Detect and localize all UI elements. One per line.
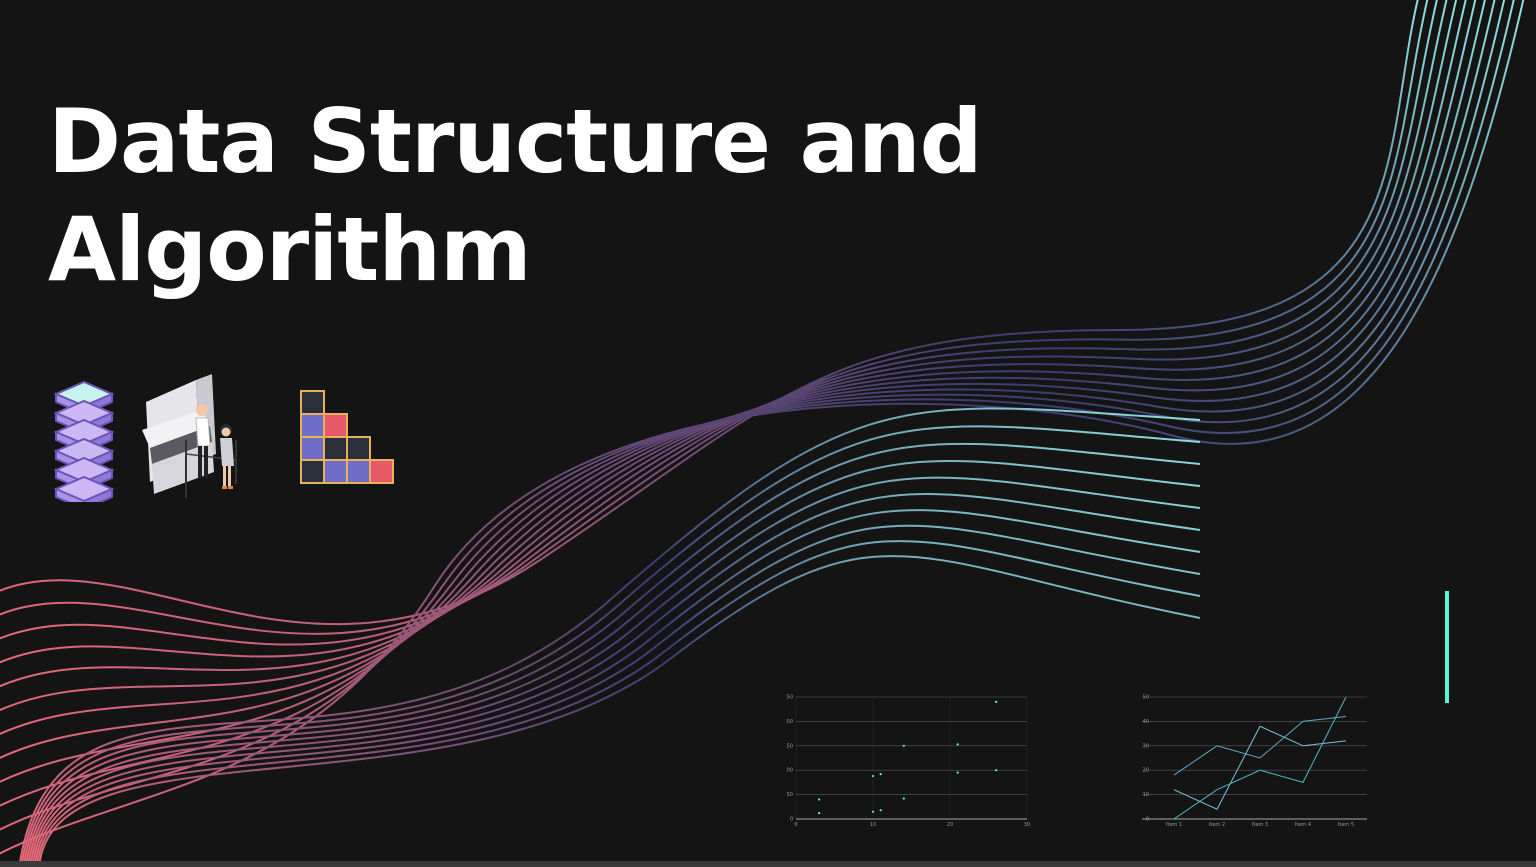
grid-cell bbox=[346, 459, 371, 484]
wave-line bbox=[30, 493, 1201, 862]
wave-line bbox=[0, 0, 1477, 736]
grid-cell bbox=[323, 413, 348, 438]
x-tick-label: Item 1 bbox=[1166, 822, 1182, 828]
scatter-point bbox=[871, 774, 875, 778]
x-tick-label: Item 4 bbox=[1295, 822, 1311, 828]
grid-cell bbox=[300, 413, 325, 438]
wave-line bbox=[25, 459, 1201, 862]
page-title: Data Structure and Algorithm bbox=[48, 88, 983, 304]
grid-cell bbox=[300, 459, 325, 484]
wave-line bbox=[0, 0, 1458, 688]
wave-line bbox=[27, 476, 1201, 862]
series-line bbox=[1173, 725, 1347, 810]
wave-line bbox=[0, 0, 1515, 831]
y-tick-label: 30 bbox=[1143, 743, 1149, 749]
x-tick-label: Item 2 bbox=[1209, 822, 1225, 828]
title-line-2: Algorithm bbox=[48, 198, 532, 301]
x-tick-label: 10 bbox=[870, 822, 876, 828]
grid-cell bbox=[323, 436, 348, 461]
wave-line bbox=[21, 425, 1201, 862]
grid-cell bbox=[369, 459, 394, 484]
stack-layer-side bbox=[55, 487, 85, 502]
bottom-edge bbox=[0, 861, 1536, 867]
scatter-point bbox=[871, 810, 875, 813]
wave-line bbox=[0, 0, 1496, 783]
scatter-point bbox=[956, 743, 959, 746]
scatter-point bbox=[879, 809, 882, 812]
y-tick-label: 200 bbox=[786, 719, 793, 725]
y-tick-label: 10 bbox=[1143, 792, 1149, 798]
wave-line bbox=[38, 555, 1201, 862]
series-line bbox=[1173, 696, 1347, 820]
scatter-chart: 0 50 100 150 200 250 0 10 20 30 bbox=[786, 695, 1030, 829]
y-tick-label: 40 bbox=[1143, 719, 1149, 725]
stack-layers-icon bbox=[53, 380, 115, 502]
x-tick-label: 0 bbox=[794, 822, 797, 828]
wave-line bbox=[0, 0, 1448, 664]
y-tick-label: 20 bbox=[1143, 768, 1149, 774]
accent-bar bbox=[1445, 591, 1449, 703]
stack-layer-side bbox=[83, 487, 113, 502]
wave-line bbox=[0, 0, 1438, 646]
scatter-point bbox=[995, 700, 998, 703]
wave-line bbox=[0, 0, 1467, 712]
scatter-point bbox=[818, 812, 821, 815]
wave-line bbox=[0, 0, 1486, 759]
wave-line bbox=[36, 540, 1201, 862]
y-tick-label: 250 bbox=[786, 695, 793, 701]
scatter-point bbox=[902, 797, 905, 800]
grid-cell bbox=[323, 459, 348, 484]
y-tick-label: 100 bbox=[786, 768, 793, 774]
grid-cell bbox=[300, 390, 325, 415]
wave-line bbox=[19, 407, 1201, 862]
scatter-point bbox=[879, 773, 882, 776]
title-line-1: Data Structure and bbox=[48, 90, 983, 193]
y-tick-label: 50 bbox=[1143, 695, 1149, 701]
y-tick-label: 0 bbox=[1146, 817, 1149, 823]
wave-line bbox=[34, 524, 1201, 862]
scatter-point bbox=[956, 771, 959, 774]
y-tick-label: 150 bbox=[786, 743, 793, 749]
wave-line bbox=[32, 509, 1201, 862]
scatter-point bbox=[995, 769, 998, 772]
scatter-point bbox=[902, 744, 905, 747]
x-tick-label: 30 bbox=[1024, 822, 1030, 828]
wave-line bbox=[23, 442, 1201, 862]
array-grid-icon bbox=[300, 390, 394, 484]
y-tick-label: 0 bbox=[790, 817, 793, 823]
series-line bbox=[1173, 716, 1347, 776]
x-tick-label: Item 5 bbox=[1338, 822, 1354, 828]
grid-cell bbox=[346, 436, 371, 461]
queue-people-icon bbox=[142, 374, 237, 498]
scatter-point bbox=[818, 798, 821, 801]
grid-cell bbox=[300, 436, 325, 461]
y-tick-label: 50 bbox=[787, 792, 793, 798]
x-tick-label: Item 3 bbox=[1252, 822, 1268, 828]
x-tick-label: 20 bbox=[947, 822, 953, 828]
